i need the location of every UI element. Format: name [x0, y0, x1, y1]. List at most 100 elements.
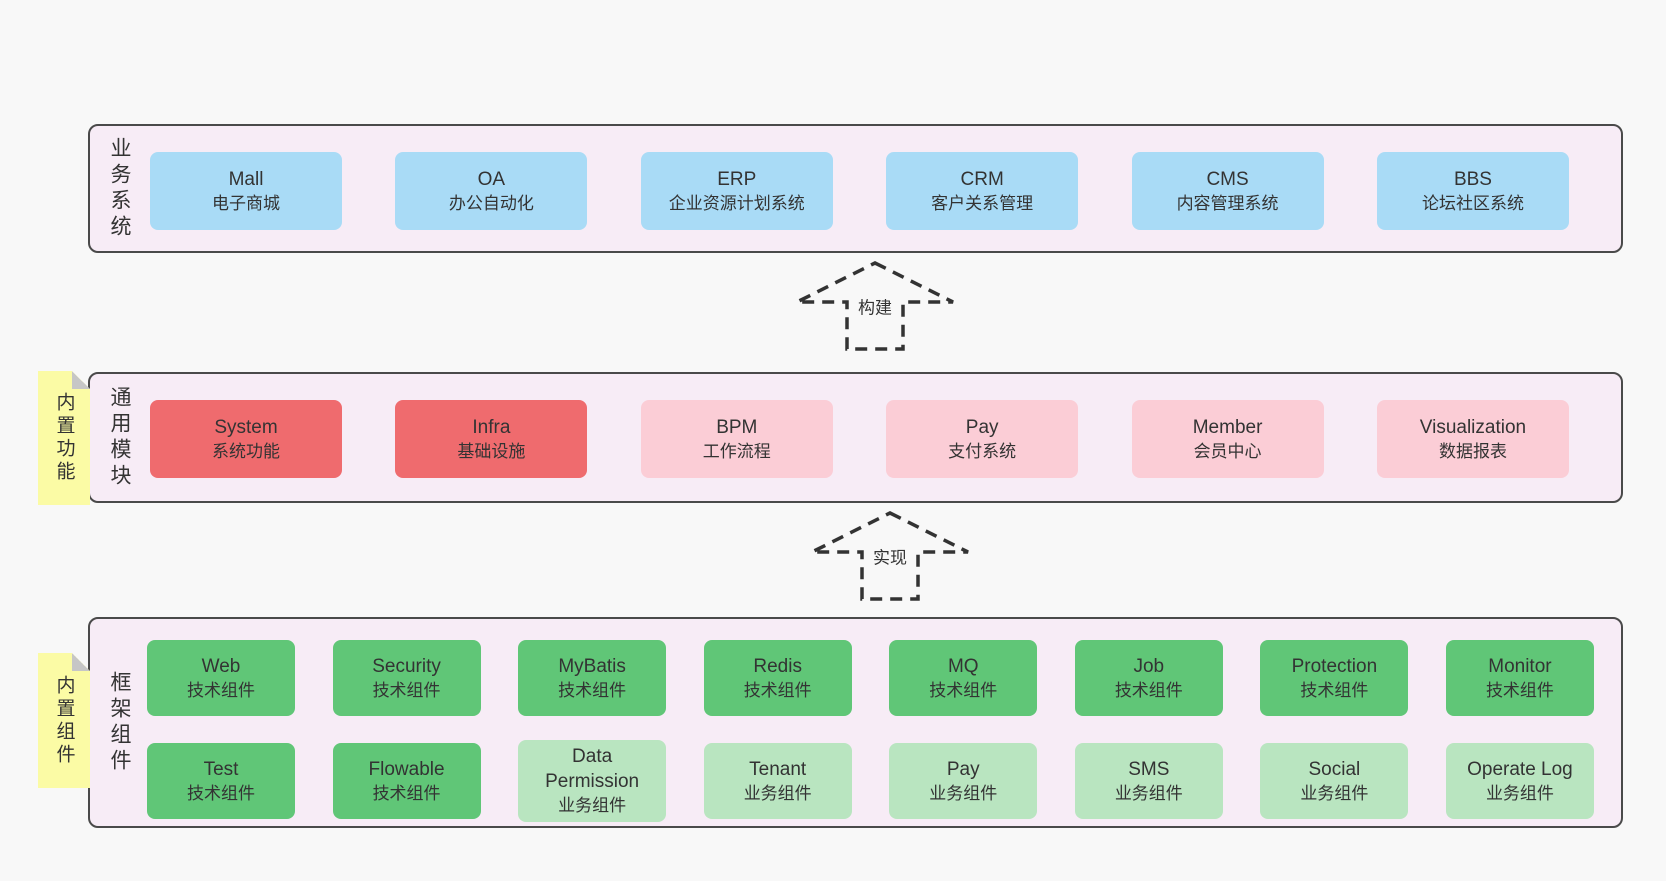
common-modules-row: System 系统功能 Infra 基础设施 BPM 工作流程 Pay 支付系统… [90, 400, 1621, 478]
box-desc: 技术组件 [1114, 680, 1183, 700]
box-name: Flowable [368, 758, 445, 780]
box-desc: 技术组件 [187, 783, 255, 803]
component-box: Data Permission 业务组件 [518, 740, 667, 822]
box-name: MQ [947, 655, 979, 677]
box-desc: 技术组件 [743, 680, 812, 700]
component-box: SMS 业务组件 [1074, 743, 1223, 819]
common-modules-label: 通用模块 [108, 385, 131, 490]
up-arrow-icon [796, 261, 954, 351]
box-desc: 业务组件 [1114, 783, 1183, 803]
box-desc: 客户关系管理 [931, 193, 1034, 213]
box-name: Pay [946, 758, 980, 780]
component-box: Redis 技术组件 [703, 640, 852, 716]
business-systems-panel: 业务系统 Mall 电子商城 OA 办公自动化 ERP 企业资源计划系统 CRM… [88, 124, 1623, 253]
build-arrow: 构建 [790, 260, 960, 352]
common-modules-panel: 通用模块 System 系统功能 Infra 基础设施 BPM 工作流程 Pay… [88, 372, 1623, 503]
box-desc: 会员中心 [1193, 441, 1262, 461]
box-name: BPM [716, 416, 758, 438]
box-name: Test [203, 758, 239, 780]
box-name: Infra [472, 416, 511, 438]
box-name: Operate Log [1467, 758, 1573, 780]
box-name: Social [1308, 758, 1361, 780]
box-name: Member [1192, 416, 1263, 438]
box-desc: 技术组件 [1300, 680, 1369, 700]
module-box: System 系统功能 [150, 400, 342, 478]
box-name: Tenant [749, 758, 807, 780]
business-systems-label: 业务系统 [108, 136, 131, 241]
component-box: Test 技术组件 [147, 743, 295, 819]
business-systems-row: Mall 电子商城 OA 办公自动化 ERP 企业资源计划系统 CRM 客户关系… [90, 152, 1621, 230]
up-arrow-icon [811, 511, 969, 601]
business-system-box: ERP 企业资源计划系统 [640, 152, 833, 230]
module-box: BPM 工作流程 [640, 400, 833, 478]
box-name: BBS [1453, 168, 1492, 190]
sticky-note-text: 内置组件 [53, 674, 75, 767]
box-desc: 数据报表 [1438, 441, 1507, 461]
component-box: Monitor 技术组件 [1445, 640, 1594, 716]
box-name: SMS [1128, 758, 1170, 780]
business-system-box: CMS 内容管理系统 [1131, 152, 1324, 230]
box-desc: 企业资源计划系统 [668, 193, 805, 213]
component-box: Web 技术组件 [147, 640, 295, 716]
box-name: OA [477, 168, 506, 190]
business-system-box: OA 办公自动化 [395, 152, 588, 230]
framework-components-label: 框架组件 [108, 670, 131, 775]
module-box: Member 会员中心 [1131, 400, 1324, 478]
box-name: Redis [753, 655, 802, 677]
business-system-box: BBS 论坛社区系统 [1376, 152, 1569, 230]
built-in-components-sticky-note: 内置组件 [38, 653, 90, 788]
box-desc: 技术组件 [187, 680, 255, 700]
box-name: ERP [717, 168, 757, 190]
box-desc: 业务组件 [558, 796, 627, 815]
module-box: Pay 支付系统 [886, 400, 1079, 478]
box-desc: 技术组件 [558, 680, 627, 700]
framework-components-panel: 框架组件 Web 技术组件 Security 技术组件 MyBatis 技术组件… [88, 617, 1623, 828]
component-box: Job 技术组件 [1074, 640, 1223, 716]
component-box: Security 技术组件 [332, 640, 481, 716]
box-desc: 电子商城 [212, 193, 280, 213]
component-box: Protection 技术组件 [1260, 640, 1409, 716]
build-arrow-label: 构建 [854, 292, 896, 320]
framework-components-row-2: Test 技术组件 Flowable 技术组件 Data Permission … [90, 740, 1621, 822]
box-name: Web [201, 655, 241, 677]
built-in-features-sticky-note: 内置功能 [38, 371, 90, 505]
box-name: Pay [965, 416, 999, 438]
component-box: Social 业务组件 [1260, 743, 1409, 819]
box-name: Job [1133, 655, 1165, 677]
box-name: CMS [1206, 168, 1249, 190]
implement-arrow-label: 实现 [869, 542, 911, 570]
box-desc: 系统功能 [212, 441, 280, 461]
box-desc: 工作流程 [702, 441, 771, 461]
box-name: CRM [960, 168, 1004, 190]
box-desc: 业务组件 [929, 783, 998, 803]
box-desc: 业务组件 [1485, 783, 1554, 803]
component-box: Flowable 技术组件 [332, 743, 481, 819]
component-box: Operate Log 业务组件 [1445, 743, 1594, 819]
box-desc: 办公自动化 [448, 193, 534, 213]
module-box: Infra 基础设施 [395, 400, 588, 478]
box-name: Monitor [1488, 655, 1552, 677]
box-desc: 业务组件 [743, 783, 812, 803]
component-box: MyBatis 技术组件 [518, 640, 667, 716]
box-name: Visualization [1419, 416, 1527, 438]
box-desc: 内容管理系统 [1176, 193, 1279, 213]
business-system-box: Mall 电子商城 [150, 152, 342, 230]
box-desc: 技术组件 [372, 783, 441, 803]
module-box: Visualization 数据报表 [1376, 400, 1569, 478]
sticky-note-text: 内置功能 [53, 392, 75, 484]
business-system-box: CRM 客户关系管理 [886, 152, 1079, 230]
box-name: Security [372, 655, 441, 677]
component-box: Tenant 业务组件 [703, 743, 852, 819]
box-desc: 基础设施 [457, 441, 526, 461]
box-name: Protection [1291, 655, 1378, 677]
box-desc: 业务组件 [1300, 783, 1369, 803]
box-name: Mall [228, 168, 264, 190]
box-desc: 技术组件 [372, 680, 441, 700]
box-name: System [214, 416, 278, 438]
component-box: Pay 业务组件 [889, 743, 1038, 819]
box-desc: 技术组件 [1485, 680, 1554, 700]
component-box: MQ 技术组件 [889, 640, 1038, 716]
box-name: MyBatis [558, 655, 626, 677]
box-desc: 论坛社区系统 [1421, 193, 1524, 213]
implement-arrow: 实现 [805, 510, 975, 602]
